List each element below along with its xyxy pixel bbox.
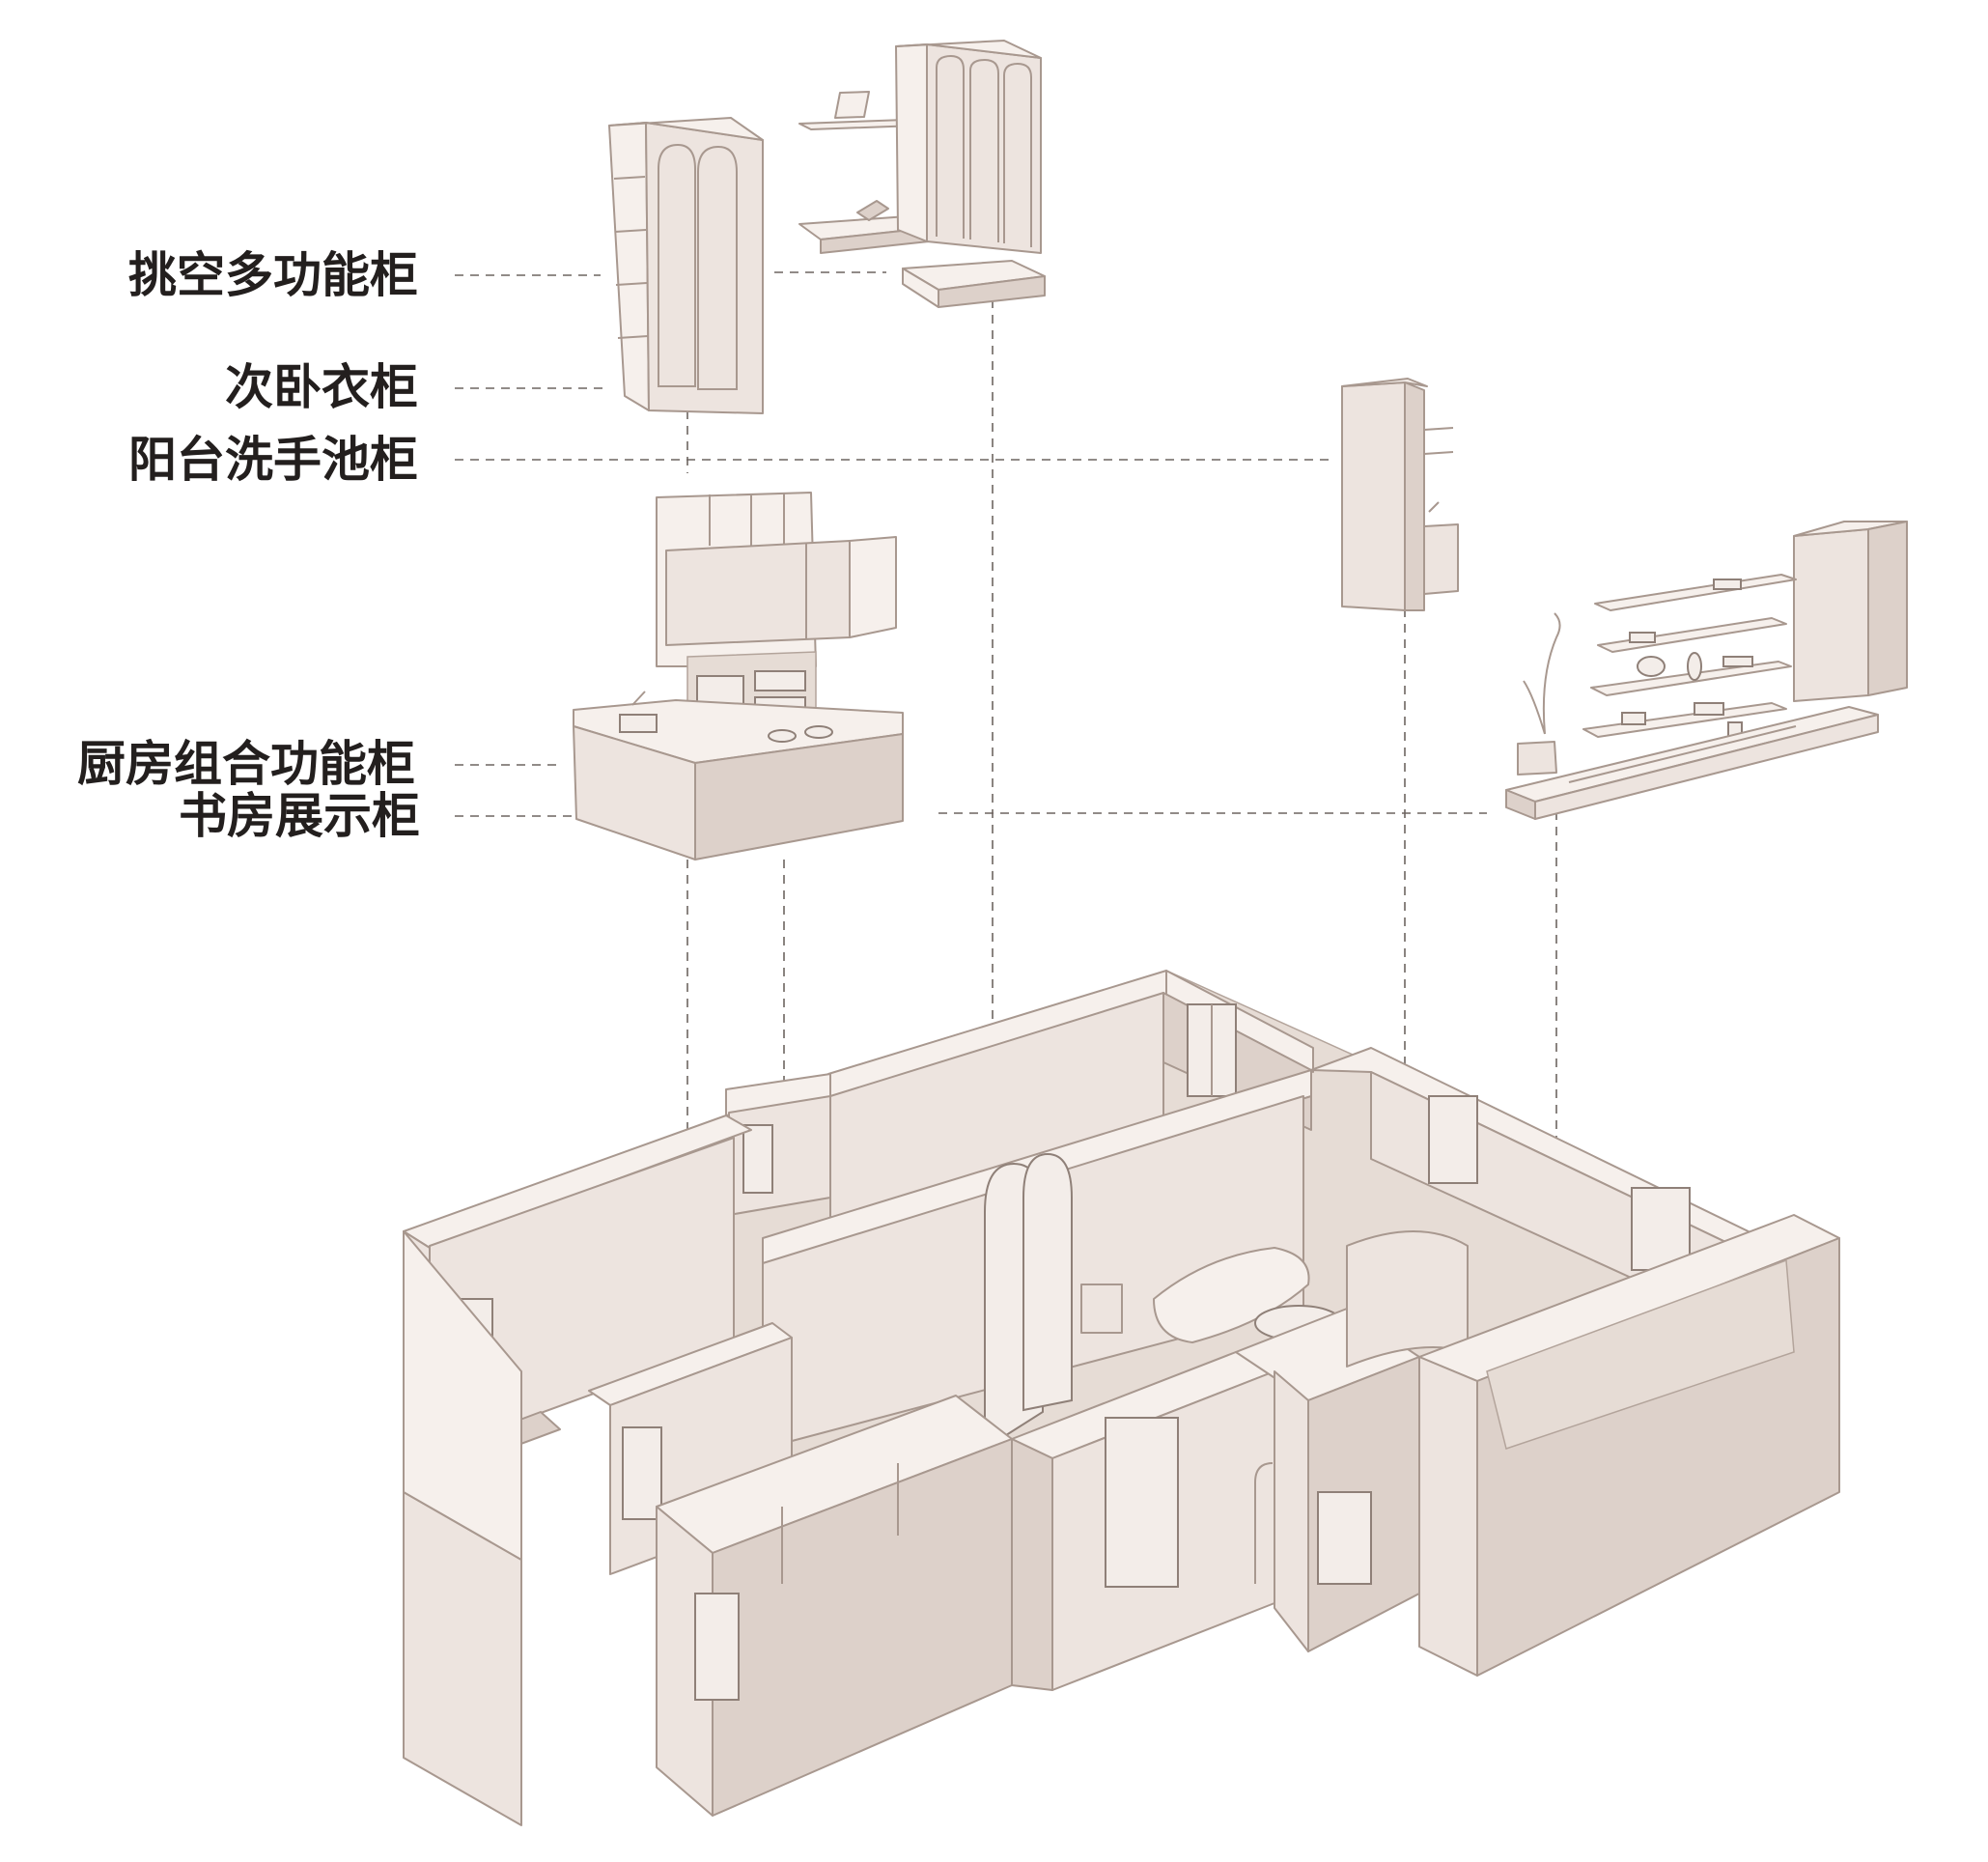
label-study-display-cabinet: 书房展示柜 xyxy=(179,788,420,844)
study-display-cabinet-model xyxy=(1505,521,1908,820)
label-second-bedroom-wardrobe: 次卧衣柜 xyxy=(225,359,418,415)
label-kitchen-combination-cabinet: 厨房组合功能柜 xyxy=(77,736,415,792)
hollow-multifunction-cabinet-model xyxy=(798,40,1046,308)
second-bedroom-wardrobe-model xyxy=(608,117,764,414)
balcony-washbasin-cabinet-model xyxy=(1341,378,1459,611)
floor-plan-model xyxy=(403,970,1840,1826)
label-balcony-washbasin-cabinet: 阳台洗手池柜 xyxy=(128,432,418,488)
kitchen-combination-cabinet-model xyxy=(573,492,904,860)
label-hollow-multifunction-cabinet: 挑空多功能柜 xyxy=(128,247,418,303)
